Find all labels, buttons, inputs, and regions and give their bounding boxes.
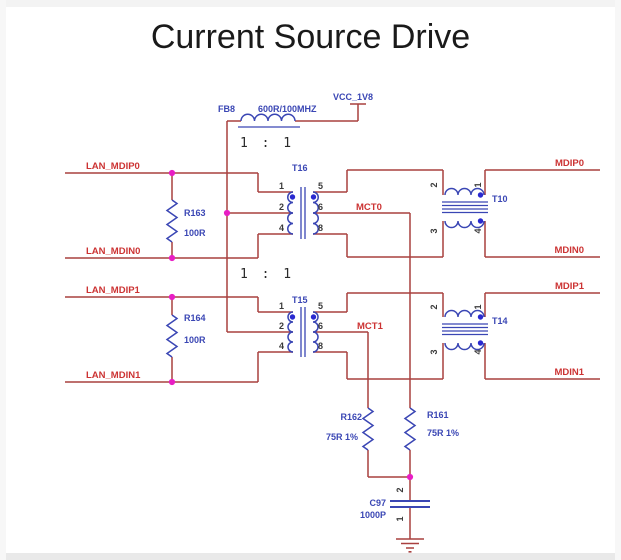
t16-transformer-symbol <box>287 187 319 239</box>
t14-pin1-label: 1 <box>473 304 483 309</box>
net-label-mdip0: MDIP0 <box>555 158 584 169</box>
t10-pin2-label: 2 <box>429 182 439 187</box>
r163-resistor-symbol <box>165 199 179 243</box>
wire-net <box>65 103 600 539</box>
t14-pin4-label: 4 <box>473 349 483 354</box>
t16-pin6-label: 6 <box>318 202 323 212</box>
net-label-vcc: VCC_1V8 <box>333 92 373 102</box>
c97-ref-label: C97 <box>369 498 386 508</box>
r162-resistor-symbol <box>361 407 375 451</box>
t15-pin6-label: 6 <box>318 321 323 331</box>
net-label-mdin0: MDIN0 <box>554 245 584 256</box>
t15-transformer-symbol <box>287 307 319 357</box>
junction-dot <box>168 293 176 301</box>
r162-value-label: 75R 1% <box>326 432 358 442</box>
page-edge-bottom <box>0 553 621 560</box>
junction-dot <box>168 169 176 177</box>
t10-pin4-label: 4 <box>473 228 483 233</box>
t15-pin2-label: 2 <box>279 321 284 331</box>
t10-ref-label: T10 <box>492 194 508 204</box>
r164-ref-label: R164 <box>184 313 206 323</box>
t16-pin1-label: 1 <box>279 181 284 191</box>
t10-polarity-dot-top <box>477 192 484 198</box>
t14-pin2-label: 2 <box>429 304 439 309</box>
net-label-mdip1: MDIP1 <box>555 281 585 292</box>
t16-pin4-label: 4 <box>279 223 284 233</box>
page-edge-right <box>615 0 621 560</box>
t16-polarity-dot-right <box>310 194 317 200</box>
fb8-value-label: 600R/100MHZ <box>258 104 317 114</box>
page-edge-top <box>0 0 621 7</box>
t14-polarity-dot-bottom <box>477 340 484 346</box>
t16-polarity-dot-left <box>289 194 296 200</box>
t15-ref-label: T15 <box>292 295 308 305</box>
t10-pin3-label: 3 <box>429 228 439 233</box>
t15-pin5-label: 5 <box>318 301 323 311</box>
t15-pin8-label: 8 <box>318 341 323 351</box>
t16-ref-label: T16 <box>292 163 308 173</box>
page-edge-left <box>0 0 6 560</box>
t14-ref-label: T14 <box>492 316 508 326</box>
t14-polarity-dot-top <box>477 314 484 320</box>
t15-polarity-dot-right <box>310 314 317 320</box>
junction-dots <box>168 169 414 481</box>
net-label-mdin1: MDIN1 <box>554 367 584 378</box>
net-label-lan-mdin1: LAN_MDIN1 <box>86 370 141 381</box>
t14-choke-symbol <box>442 309 488 351</box>
junction-dot <box>223 209 231 217</box>
net-label-mct0: MCT0 <box>356 202 382 213</box>
r164-value-label: 100R <box>184 335 206 345</box>
net-label-lan-mdip1: LAN_MDIP1 <box>86 285 141 296</box>
r161-resistor-symbol <box>403 407 417 451</box>
t16-pin2-label: 2 <box>279 202 284 212</box>
r163-value-label: 100R <box>184 228 206 238</box>
r163-ref-label: R163 <box>184 208 206 218</box>
t10-pin1-label: 1 <box>473 182 483 187</box>
c97-value-label: 1000P <box>360 510 386 520</box>
r161-ref-label: R161 <box>427 410 449 420</box>
t15-pin4-label: 4 <box>279 341 284 351</box>
t16-pin5-label: 5 <box>318 181 323 191</box>
r162-ref-label: R162 <box>340 412 362 422</box>
ground-symbol <box>396 538 424 553</box>
junction-dot <box>168 254 176 262</box>
net-label-lan-mdip0: LAN_MDIP0 <box>86 161 140 172</box>
t10-polarity-dot-bottom <box>477 218 484 224</box>
junction-dot <box>168 378 176 386</box>
ratio-label-top: 1 : 1 <box>240 136 294 151</box>
t14-pin3-label: 3 <box>429 349 439 354</box>
junction-dot <box>406 473 414 481</box>
t15-polarity-dot-left <box>289 314 296 320</box>
t10-choke-symbol <box>442 187 488 229</box>
r164-resistor-symbol <box>165 314 179 358</box>
c97-pin2-label: 2 <box>395 487 405 492</box>
net-label-lan-mdin0: LAN_MDIN0 <box>86 246 140 257</box>
t15-pin1-label: 1 <box>279 301 284 311</box>
c97-capacitor-symbol <box>390 500 430 508</box>
c97-pin1-label: 1 <box>395 516 405 521</box>
ratio-label-bottom: 1 : 1 <box>240 267 294 282</box>
fb8-ref-label: FB8 <box>218 104 235 114</box>
t16-pin8-label: 8 <box>318 223 323 233</box>
fb8-inductor-symbol <box>238 113 300 128</box>
net-label-mct1: MCT1 <box>357 321 384 332</box>
page-title: Current Source Drive <box>150 18 471 56</box>
r161-value-label: 75R 1% <box>427 428 459 438</box>
